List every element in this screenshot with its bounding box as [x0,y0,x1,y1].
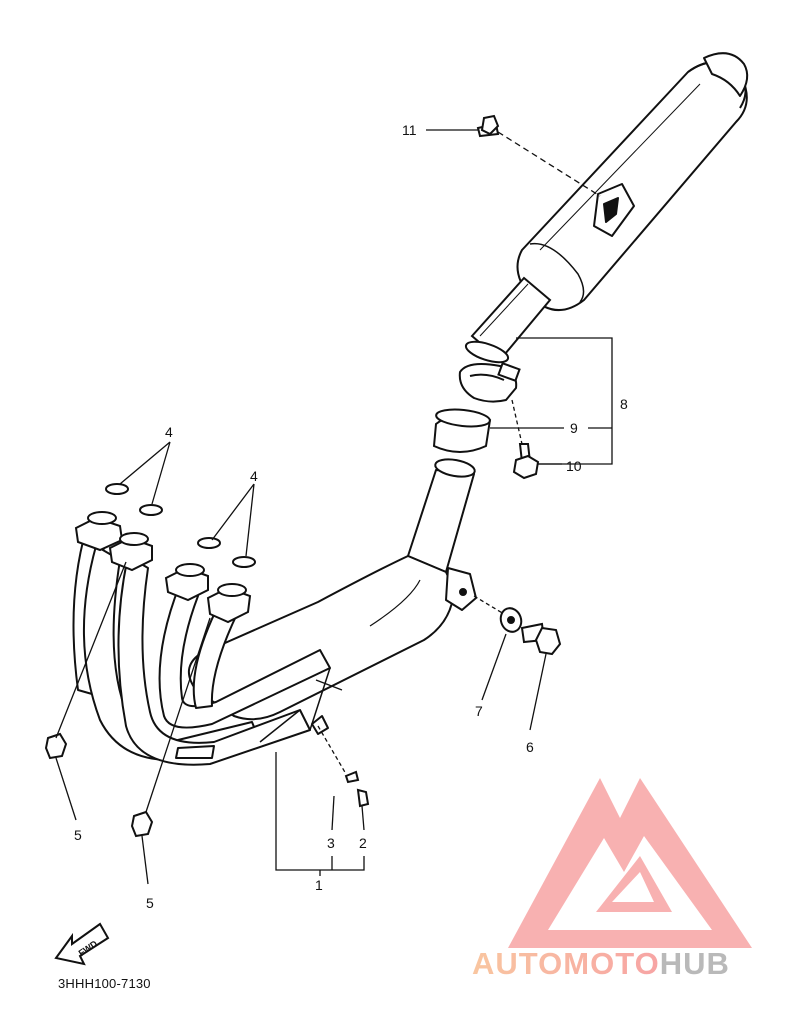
callout-2: 2 [359,835,367,851]
bracket-washer [499,607,523,633]
small-clip [344,770,360,784]
callout-4: 4 [250,468,258,484]
port-gasket [105,483,129,495]
leader-lines [55,129,613,885]
muffler-bolt [476,114,500,138]
header-flange [74,511,124,552]
watermark-logo [508,778,752,948]
small-bolt [356,788,370,808]
port-gasket [197,537,221,549]
callout-3: 3 [327,835,335,851]
gasket [432,408,492,453]
watermark-brand-text: AUTOMOTOHUB [472,946,730,982]
callout-6: 6 [526,739,534,755]
callout-10: 10 [566,458,582,474]
diagram-code: 3HHH100-7130 [58,976,151,991]
callout-1: 1 [315,877,323,893]
flange-nuts [44,732,154,838]
port-gasket [139,504,163,516]
port-gasket [232,556,256,568]
callout-11: 11 [402,122,417,138]
callout-labels: 1 2 3 4 4 5 5 6 7 8 9 10 11 [74,122,628,911]
flange-nut [44,732,68,760]
header-flange [206,583,252,624]
header-flanges [74,511,252,624]
clamp-bolt [512,443,540,480]
muffler [516,52,749,312]
callout-8: 8 [620,396,628,412]
port-gaskets [105,483,256,568]
exhaust-pipe-assembly [72,458,477,766]
clamp-assembly [458,340,521,403]
brand-part-hub: HUB [659,946,730,981]
callout-4: 4 [165,424,173,440]
header-flange [108,532,153,572]
callout-5: 5 [74,827,82,843]
bracket-bolt [520,622,562,656]
callout-9: 9 [570,420,578,436]
header-flange [164,563,209,602]
callout-7: 7 [475,703,483,719]
fwd-direction-arrow: FWD [54,922,110,966]
callout-5: 5 [146,895,154,911]
brand-part-automoto: AUTOMOTO [472,946,660,981]
flange-nut [130,810,154,838]
